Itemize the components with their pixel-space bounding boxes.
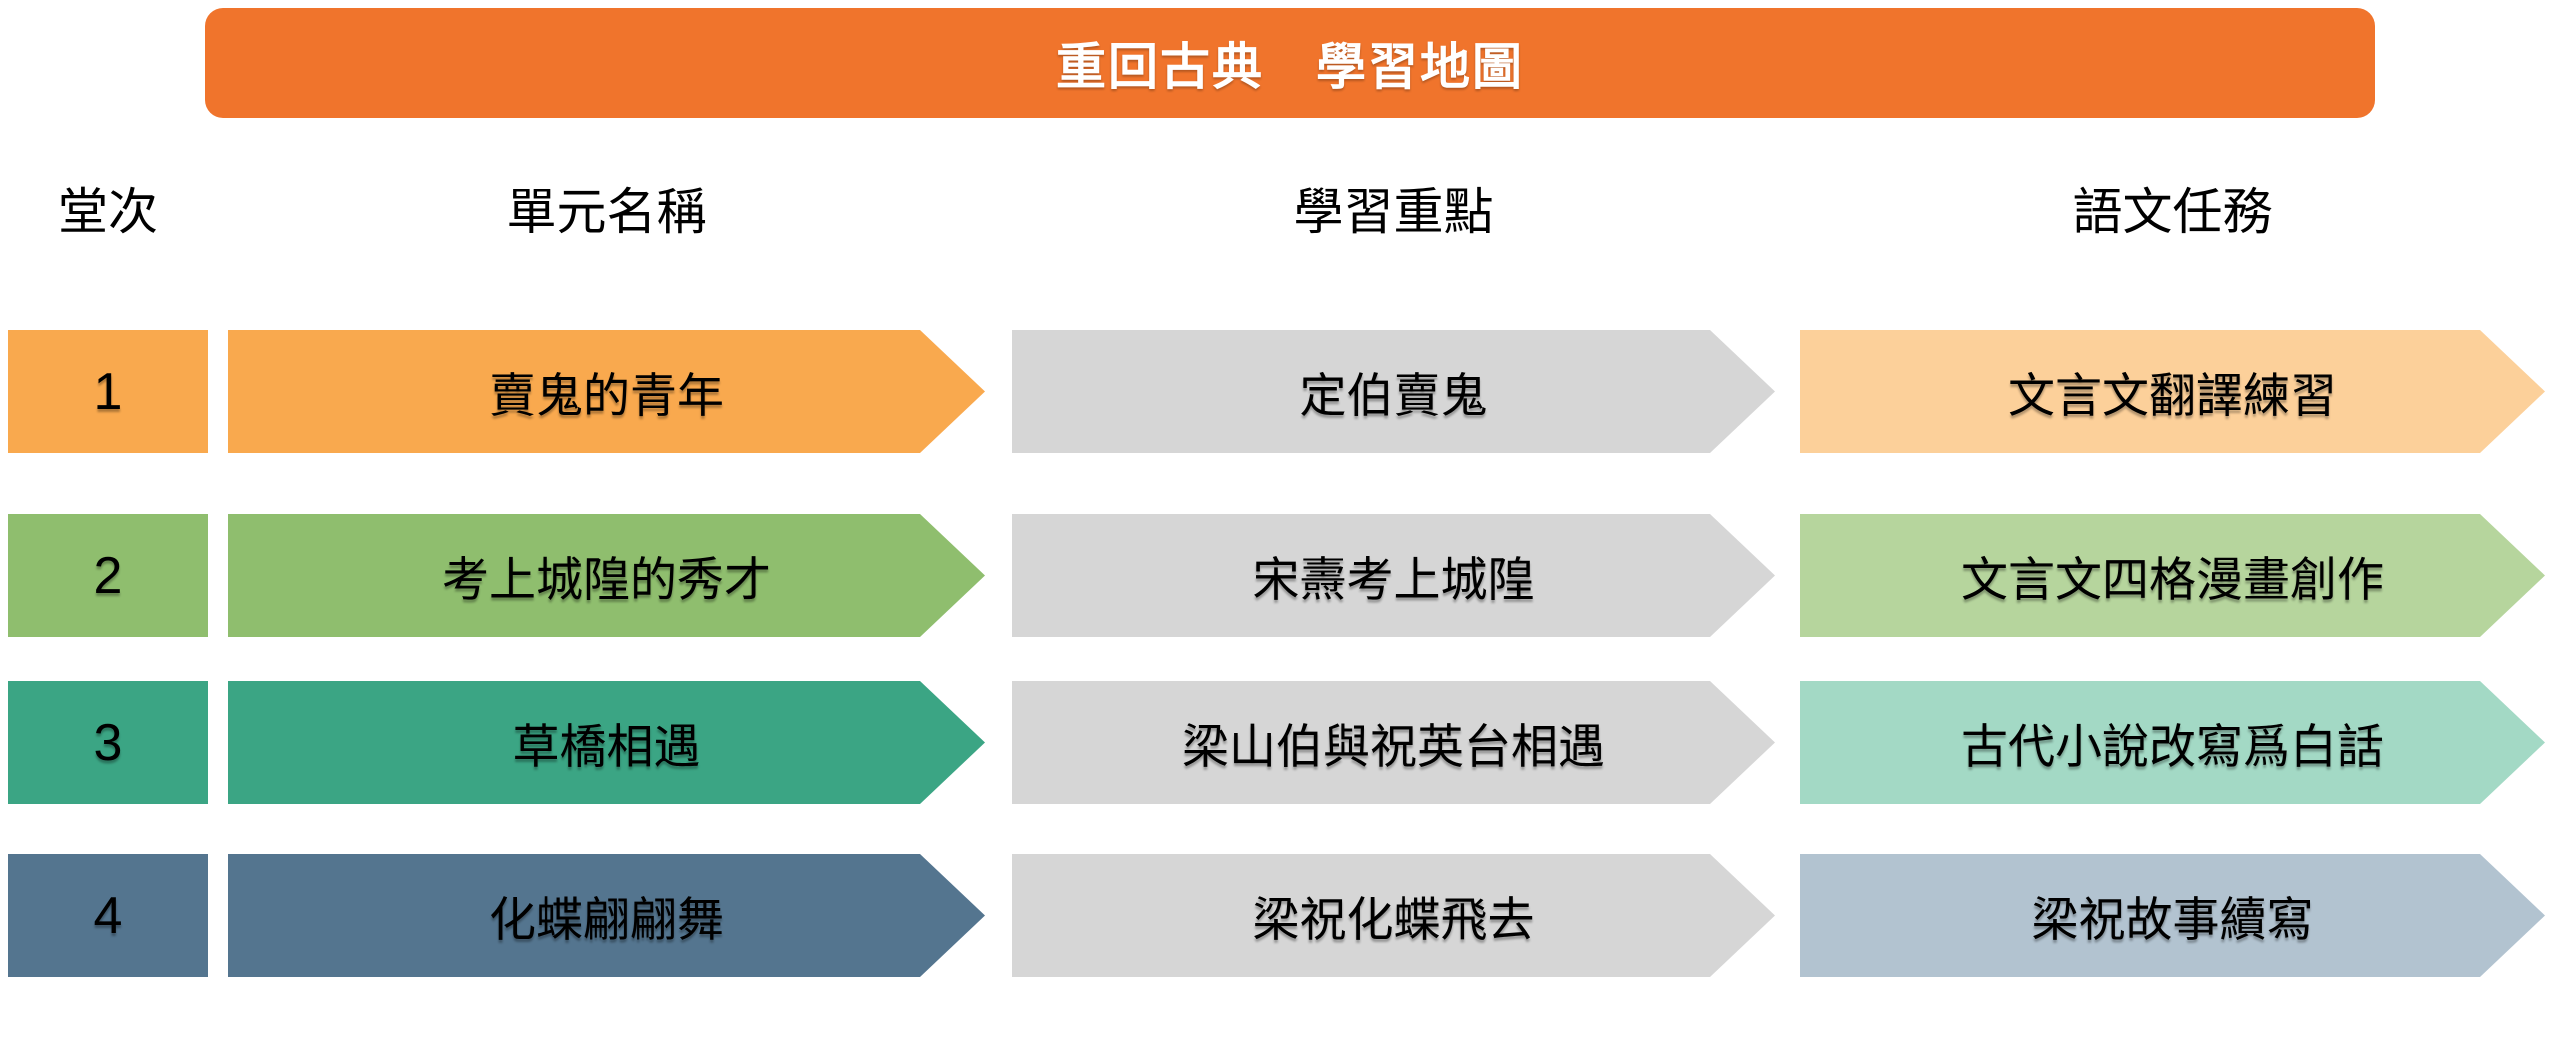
- title-banner: 重回古典 學習地圖: [205, 8, 2375, 118]
- learning-focus-arrow: 宋燾考上城隍: [1012, 514, 1775, 637]
- lesson-row: 1 賣鬼的青年 定伯賣鬼 文言文翻譯練習: [8, 330, 2545, 453]
- unit-name-arrow: 化蝶翩翩舞: [228, 854, 985, 977]
- learning-focus-arrow: 定伯賣鬼: [1012, 330, 1775, 453]
- unit-name-arrow: 賣鬼的青年: [228, 330, 985, 453]
- column-header-row: 堂次 單元名稱 學習重點 語文任務: [8, 168, 2545, 248]
- session-number-badge: 1: [8, 330, 208, 453]
- language-task-arrow: 古代小說改寫爲白話: [1800, 681, 2545, 804]
- session-number-badge: 2: [8, 514, 208, 637]
- column-header-focus: 學習重點: [1293, 184, 1494, 240]
- page-title: 重回古典 學習地圖: [1056, 39, 1524, 95]
- session-number-badge: 4: [8, 854, 208, 977]
- column-header-unit: 單元名稱: [506, 184, 707, 240]
- column-header-session: 堂次: [58, 184, 158, 240]
- lesson-row: 2 考上城隍的秀才 宋燾考上城隍 文言文四格漫畫創作: [8, 514, 2545, 637]
- learning-focus-arrow: 梁山伯與祝英台相遇: [1012, 681, 1775, 804]
- unit-name-arrow: 草橋相遇: [228, 681, 985, 804]
- language-task-arrow: 梁祝故事續寫: [1800, 854, 2545, 977]
- learning-focus-arrow: 梁祝化蝶飛去: [1012, 854, 1775, 977]
- lesson-row: 3 草橋相遇 梁山伯與祝英台相遇 古代小說改寫爲白話: [8, 681, 2545, 804]
- language-task-arrow: 文言文四格漫畫創作: [1800, 514, 2545, 637]
- language-task-arrow: 文言文翻譯練習: [1800, 330, 2545, 453]
- unit-name-arrow: 考上城隍的秀才: [228, 514, 985, 637]
- session-number-badge: 3: [8, 681, 208, 804]
- column-header-task: 語文任務: [2072, 184, 2273, 240]
- lesson-row: 4 化蝶翩翩舞 梁祝化蝶飛去 梁祝故事續寫: [8, 854, 2545, 977]
